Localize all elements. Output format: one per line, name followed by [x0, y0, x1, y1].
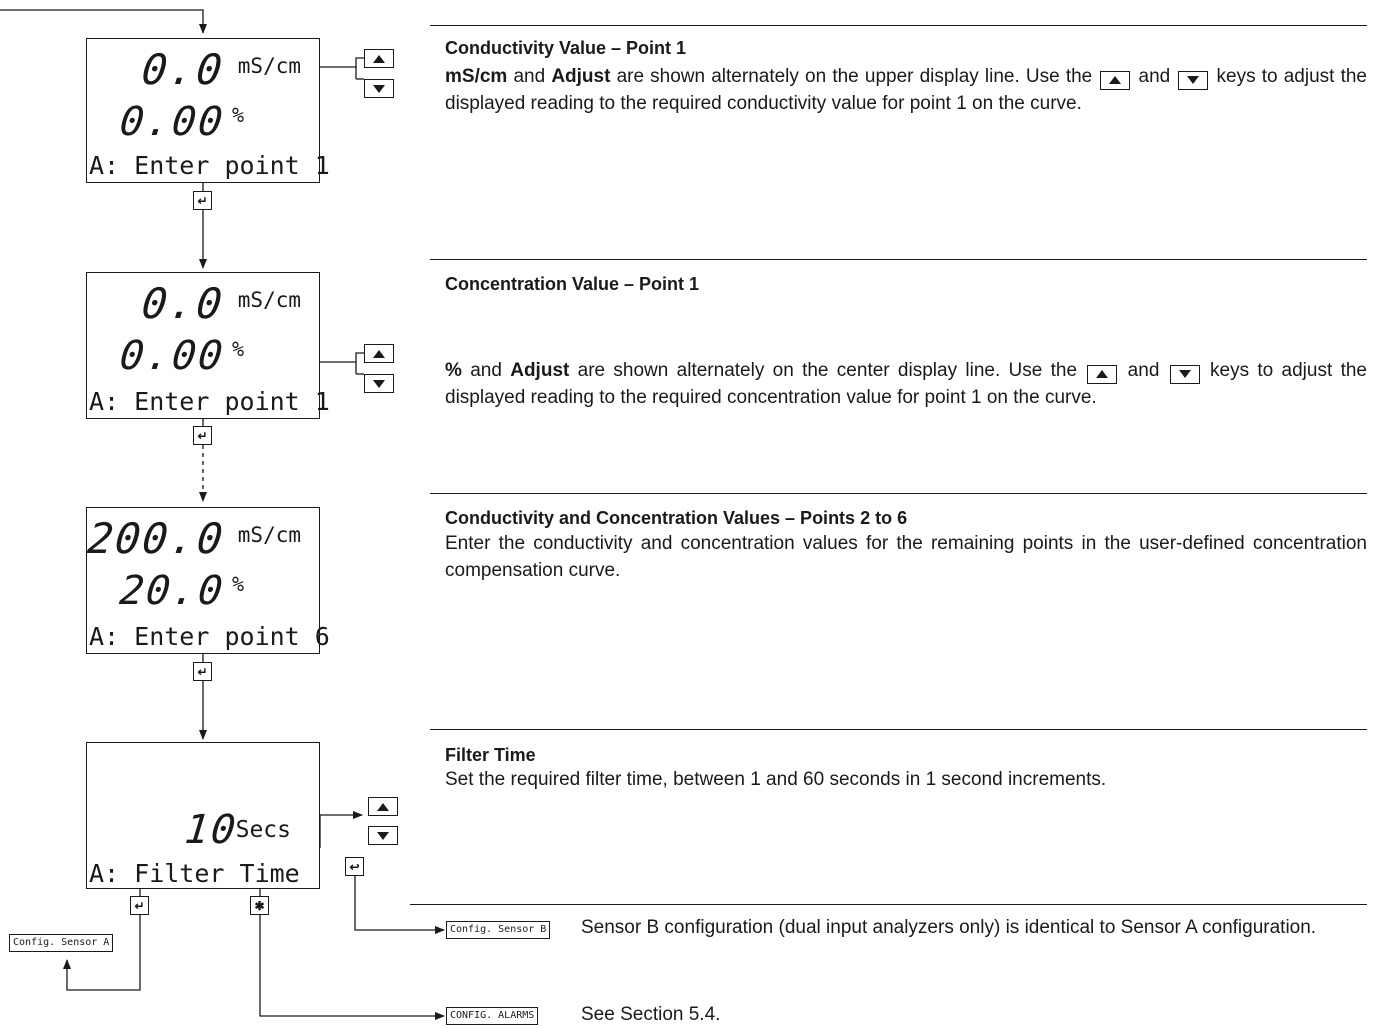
- display-value: 10: [182, 807, 240, 853]
- config-sensor-b-tag[interactable]: Config. Sensor B: [446, 921, 551, 939]
- down-arrow-key-icon[interactable]: [364, 79, 394, 98]
- section-divider: [430, 729, 1367, 730]
- section-body-filter-time: Set the required filter time, between 1 …: [445, 769, 1107, 790]
- down-arrow-key-icon: [1169, 364, 1200, 384]
- section-body-conductivity-p1: mS/cm and Adjust are shown alternately o…: [445, 66, 1367, 114]
- lcd-screen-filter-time: 10 Secs A: Filter Time: [86, 742, 320, 889]
- display-mid-value: 20.0: [117, 568, 227, 614]
- config-sensor-a-tag[interactable]: Config. Sensor A: [9, 934, 114, 952]
- display-mid-unit: %: [232, 103, 245, 127]
- return-key-icon[interactable]: ↩: [345, 857, 364, 876]
- section-title-points-2-6: Conductivity and Concentration Values – …: [445, 508, 908, 528]
- enter-key-icon[interactable]: ↵: [193, 662, 212, 681]
- section-divider: [430, 259, 1367, 260]
- down-arrow-key-icon[interactable]: [364, 374, 394, 393]
- display-mid-value: 0.00: [117, 99, 227, 145]
- star-key-icon[interactable]: ✱: [250, 896, 269, 915]
- section-divider: [410, 904, 1367, 905]
- up-arrow-key-icon[interactable]: [368, 797, 398, 816]
- display-bottom-line: A: Enter point 1: [89, 151, 330, 180]
- display-top-value: 200.0: [84, 514, 227, 563]
- display-bottom-line: A: Enter point 1: [89, 387, 330, 416]
- display-bottom-line: A: Filter Time: [89, 859, 300, 888]
- enter-key-icon[interactable]: ↵: [193, 191, 212, 210]
- config-alarms-tag[interactable]: CONFIG. ALARMS: [446, 1007, 539, 1025]
- section-body-points-2-6: Enter the conductivity and concentration…: [445, 533, 1367, 581]
- up-arrow-key-icon[interactable]: [364, 344, 394, 363]
- display-top-value: 0.0: [139, 279, 227, 328]
- up-arrow-key-icon: [1100, 70, 1131, 90]
- display-mid-value: 0.00: [117, 333, 227, 379]
- up-arrow-key-icon[interactable]: [364, 49, 394, 68]
- section-body-concentration-p1: % and Adjust are shown alternately on th…: [445, 360, 1367, 408]
- display-mid-unit: %: [232, 337, 245, 361]
- section-title-filter-time: Filter Time: [445, 745, 536, 765]
- display-top-unit: mS/cm: [237, 523, 301, 547]
- display-top-value: 0.0: [139, 45, 227, 94]
- display-bottom-line: A: Enter point 6: [89, 622, 330, 651]
- enter-key-icon[interactable]: ↵: [193, 426, 212, 445]
- section-divider: [430, 493, 1367, 494]
- section-divider: [430, 25, 1367, 26]
- section-title-conductivity-p1: Conductivity Value – Point 1: [445, 38, 687, 58]
- enter-key-icon[interactable]: ↵: [130, 896, 149, 915]
- lcd-screen-conductivity-p1: 0.0 mS/cm 0.00 % A: Enter point 1: [86, 38, 330, 183]
- lcd-screen-points-2-6: 200.0 mS/cm 20.0 % A: Enter point 6: [84, 507, 330, 654]
- down-arrow-key-icon[interactable]: [368, 826, 398, 845]
- alarms-note: See Section 5.4.: [581, 1004, 721, 1025]
- section-title-concentration-p1: Concentration Value – Point 1: [445, 274, 700, 294]
- display-unit: Secs: [235, 817, 291, 843]
- up-arrow-key-icon: [1087, 364, 1118, 384]
- display-mid-unit: %: [232, 572, 245, 596]
- display-top-unit: mS/cm: [237, 288, 301, 312]
- sensor-b-note: Sensor B configuration (dual input analy…: [581, 917, 1317, 938]
- lcd-screen-concentration-p1: 0.0 mS/cm 0.00 % A: Enter point 1: [86, 272, 330, 419]
- display-top-unit: mS/cm: [237, 54, 301, 78]
- down-arrow-key-icon: [1178, 70, 1209, 90]
